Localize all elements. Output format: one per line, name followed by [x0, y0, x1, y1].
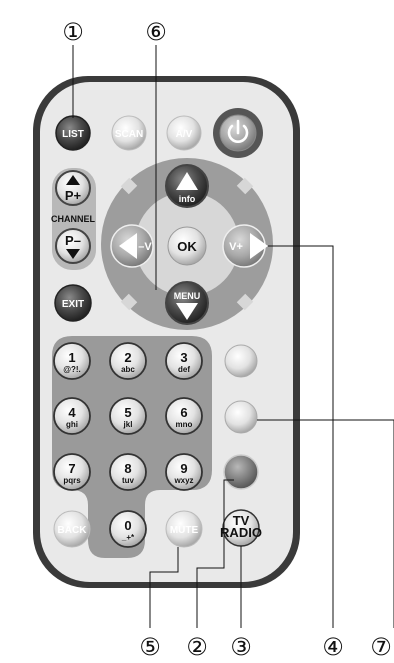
svg-text:SCAN: SCAN [115, 129, 143, 140]
svg-text:OK: OK [177, 239, 197, 254]
keypad-digit: 1 [68, 350, 75, 365]
callout-1: ① [62, 18, 84, 46]
keypad-digit: 4 [68, 405, 76, 420]
list-button[interactable]: LIST [56, 116, 90, 150]
menu-down-button[interactable]: MENU [166, 282, 208, 324]
keypad-digit: 0 [124, 518, 131, 533]
keypad-key-1[interactable]: 1@?!. [54, 343, 90, 379]
keypad-letters: mno [176, 420, 193, 429]
keypad-letters: @?!. [63, 365, 81, 374]
keypad-letters: ghi [66, 420, 78, 429]
svg-text:P+: P+ [65, 188, 82, 203]
keypad-digit: 2 [124, 350, 131, 365]
volume-down-button[interactable]: –V [111, 225, 153, 267]
keypad-letters: tuv [122, 476, 135, 485]
channel-label: CHANNEL [51, 214, 96, 224]
svg-text:P–: P– [65, 233, 81, 248]
svg-text:V+: V+ [229, 241, 243, 253]
keypad-letters: pqrs [63, 476, 81, 485]
keypad-digit: 6 [180, 405, 187, 420]
keypad-digit: 3 [180, 350, 187, 365]
callout-3: ③ [230, 633, 252, 661]
power-button[interactable] [213, 108, 263, 158]
callout-4: ④ [322, 633, 344, 661]
callout-5: ⑤ [139, 633, 161, 661]
keypad-key-0[interactable]: 0_+* [110, 511, 146, 547]
channel-down-button[interactable]: P– [56, 229, 90, 263]
scan-button[interactable]: SCAN [112, 116, 146, 150]
gray-button[interactable] [224, 455, 258, 489]
keypad-letters: def [178, 365, 190, 374]
keypad-letters: jkl [123, 420, 133, 429]
mute-button[interactable]: MUTE [166, 511, 202, 547]
keypad-letters: abc [121, 365, 135, 374]
callout-2: ② [186, 633, 208, 661]
callout-7: ⑦ [370, 633, 392, 661]
svg-text:–V: –V [138, 241, 152, 253]
svg-text:EXIT: EXIT [62, 299, 84, 310]
callout-6: ⑥ [145, 18, 167, 46]
ok-button[interactable]: OK [168, 227, 206, 265]
back-button[interactable]: BACK [54, 511, 90, 547]
exit-button[interactable]: EXIT [55, 285, 91, 321]
svg-text:info: info [179, 194, 196, 204]
keypad-letters: _+* [121, 533, 135, 542]
av-button[interactable]: A/V [167, 116, 201, 150]
svg-text:A/V: A/V [176, 129, 193, 140]
info-up-button[interactable]: info [166, 165, 208, 207]
keypad-digit: 9 [180, 461, 187, 476]
blank-button-mid[interactable] [225, 401, 257, 433]
svg-text:MENU: MENU [174, 291, 201, 301]
svg-text:BACK: BACK [58, 525, 88, 536]
keypad-digit: 8 [124, 461, 131, 476]
blank-button-top[interactable] [225, 345, 257, 377]
channel-up-button[interactable]: P+ [56, 171, 90, 205]
svg-text:RADIO: RADIO [220, 525, 262, 540]
keypad-letters: wxyz [173, 476, 193, 485]
keypad-digit: 5 [124, 405, 131, 420]
svg-text:MUTE: MUTE [170, 525, 199, 536]
svg-text:LIST: LIST [62, 129, 84, 140]
keypad-digit: 7 [68, 461, 75, 476]
